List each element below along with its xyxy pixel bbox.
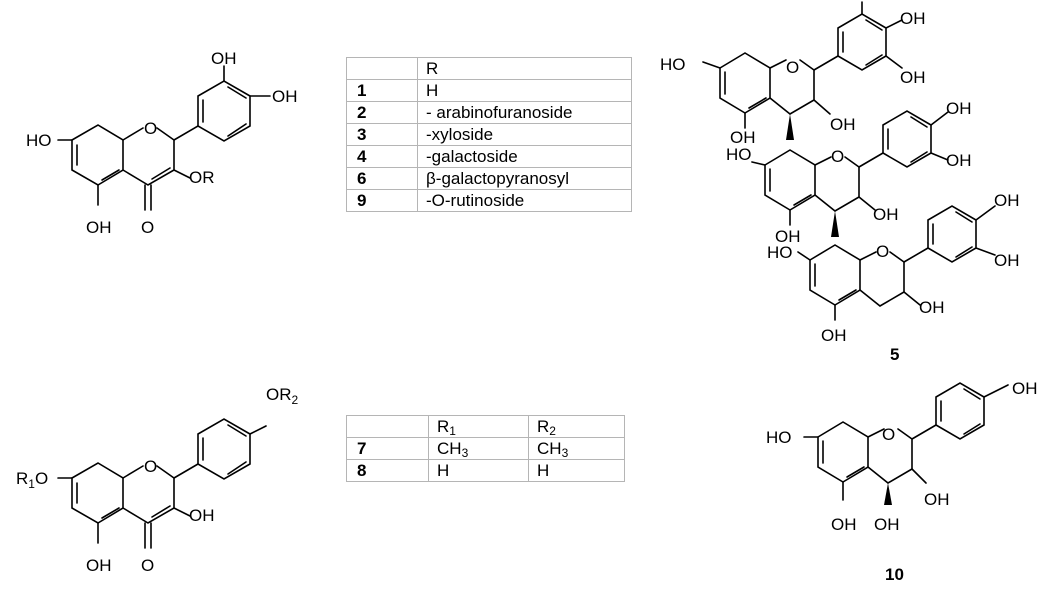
oh-label: OH bbox=[924, 490, 950, 509]
table-row: 2 - arabinofuranoside bbox=[346, 101, 632, 124]
structure-5-bonds bbox=[702, 1, 996, 321]
r2-cell: CH3 bbox=[528, 437, 625, 460]
substituent-cell: -galactoside bbox=[417, 145, 632, 168]
header-cell-r2: R2 bbox=[528, 415, 625, 438]
substituent-cell: -O-rutinoside bbox=[417, 189, 632, 212]
table-row: 9 -O-rutinoside bbox=[346, 189, 632, 212]
structure-2-bonds bbox=[57, 418, 267, 549]
oh-label: OH bbox=[272, 87, 298, 106]
or-label: OR bbox=[189, 168, 215, 187]
compound-number-cell: 6 bbox=[346, 167, 418, 190]
substituent-table-r: R 1 H 2 - arabinofuranoside 3 -xyloside … bbox=[346, 57, 632, 212]
header-cell: R bbox=[417, 57, 632, 80]
compound-number-cell: 9 bbox=[346, 189, 418, 212]
or2-label: OR2 bbox=[266, 385, 299, 407]
r1o-label: R1O bbox=[16, 469, 48, 491]
ring-o-label: O bbox=[786, 58, 799, 77]
compound-number-cell: 7 bbox=[346, 437, 429, 460]
compound-number-cell: 8 bbox=[346, 459, 429, 482]
ring-o-label: O bbox=[144, 119, 157, 138]
structure-10-bonds bbox=[803, 382, 1009, 505]
oh-label: OH bbox=[831, 515, 857, 534]
r1-cell: H bbox=[428, 459, 529, 482]
table-header-row: R1 R2 bbox=[346, 415, 625, 438]
oh-label: OH bbox=[874, 515, 900, 534]
oh-label: OH bbox=[946, 151, 972, 170]
oh-label: OH bbox=[830, 115, 856, 134]
oh-label: OH bbox=[189, 506, 215, 525]
ho-label: HO bbox=[660, 55, 686, 74]
carbonyl-o-label: O bbox=[141, 218, 154, 237]
compound-number-cell: 4 bbox=[346, 145, 418, 168]
table-row: 1 H bbox=[346, 79, 632, 102]
oh-label: OH bbox=[873, 205, 899, 224]
ho-label: HO bbox=[26, 131, 52, 150]
table-row: 4 -galactoside bbox=[346, 145, 632, 168]
oh-label: OH bbox=[1012, 379, 1038, 398]
compound-number-cell: 2 bbox=[346, 101, 418, 124]
ho-label: HO bbox=[726, 145, 752, 164]
r2-cell: H bbox=[528, 459, 625, 482]
substituent-cell: - arabinofuranoside bbox=[417, 101, 632, 124]
ho-label: HO bbox=[766, 428, 792, 447]
header-cell bbox=[346, 57, 418, 80]
oh-label: OH bbox=[900, 68, 926, 87]
substituent-cell: -xyloside bbox=[417, 123, 632, 146]
compound-number-cell: 3 bbox=[346, 123, 418, 146]
oh-label: OH bbox=[994, 191, 1020, 210]
oh-label: OH bbox=[86, 556, 112, 575]
oh-label: OH bbox=[775, 227, 801, 246]
r1-cell: CH3 bbox=[428, 437, 529, 460]
ho-label: HO bbox=[767, 243, 793, 262]
oh-label: OH bbox=[994, 251, 1020, 270]
table-row: 6 β-galactopyranosyl bbox=[346, 167, 632, 190]
ring-o-label: O bbox=[144, 457, 157, 476]
substituent-cell: β-galactopyranosyl bbox=[417, 167, 632, 190]
oh-label: OH bbox=[730, 128, 756, 147]
carbonyl-o-label: O bbox=[141, 556, 154, 575]
oh-label: OH bbox=[86, 218, 112, 237]
ring-o-label: O bbox=[876, 242, 889, 261]
oh-label: OH bbox=[821, 326, 847, 345]
compound-number-10: 10 bbox=[885, 565, 904, 584]
compound-number-cell: 1 bbox=[346, 79, 418, 102]
oh-label: OH bbox=[211, 49, 237, 68]
substituent-cell: H bbox=[417, 79, 632, 102]
ring-o-label: O bbox=[882, 425, 895, 444]
ring-o-label: O bbox=[831, 147, 844, 166]
table-row: 7 CH3 CH3 bbox=[346, 437, 625, 460]
oh-label: OH bbox=[946, 99, 972, 118]
compound-number-5: 5 bbox=[890, 345, 899, 364]
substituent-table-r1-r2: R1 R2 7 CH3 CH3 8 H H bbox=[346, 415, 625, 482]
header-cell-r1: R1 bbox=[428, 415, 529, 438]
oh-label: OH bbox=[900, 9, 926, 28]
table-row: 8 H H bbox=[346, 459, 625, 482]
structure-1-bonds bbox=[57, 65, 271, 211]
oh-label: OH bbox=[919, 298, 945, 317]
table-row: 3 -xyloside bbox=[346, 123, 632, 146]
header-cell bbox=[346, 415, 429, 438]
table-header-row: R bbox=[346, 57, 632, 80]
